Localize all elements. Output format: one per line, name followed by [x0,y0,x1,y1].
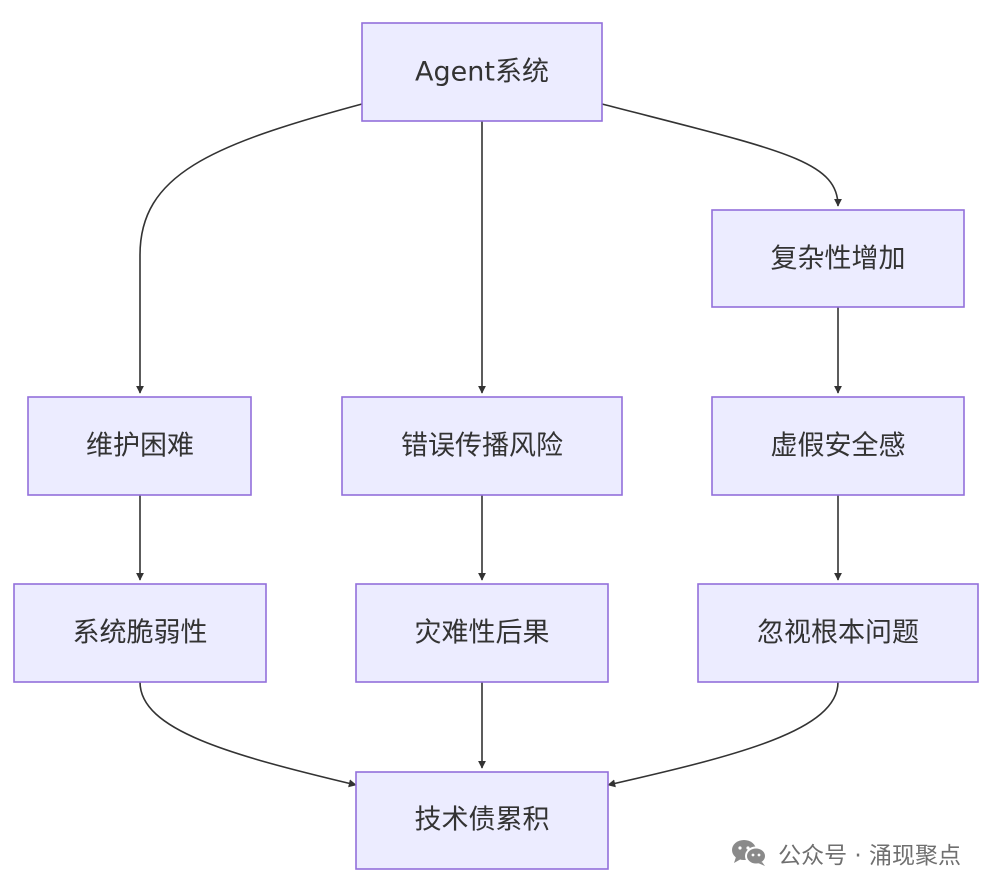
node-label: 复杂性增加 [771,244,906,275]
watermark-text: 公众号 · 涌现聚点 [778,843,961,869]
node-label: 系统脆弱性 [73,618,208,649]
node-label: Agent系统 [415,57,549,88]
edges [136,103,842,788]
edge-agent-complexity [601,103,842,207]
node-system-fragility[interactable]: 系统脆弱性 [13,583,267,683]
watermark: 公众号 · 涌现聚点 [730,836,961,870]
node-tech-debt-accumulation[interactable]: 技术债累积 [355,771,609,870]
wechat-icon [732,840,768,866]
node-error-propagation-risk[interactable]: 错误传播风险 [341,396,623,496]
node-label: 忽视根本问题 [757,618,919,649]
node-false-security[interactable]: 虚假安全感 [711,396,965,496]
node-label: 灾难性后果 [415,618,550,649]
node-agent-system[interactable]: Agent系统 [361,22,603,122]
node-complexity-increase[interactable]: 复杂性增加 [711,209,965,308]
edge-ignore-root-tech-debt [607,681,839,788]
node-catastrophic-consequence[interactable]: 灾难性后果 [355,583,609,683]
node-label: 维护困难 [86,431,194,462]
node-label: 虚假安全感 [771,431,906,462]
node-ignore-root-problem[interactable]: 忽视根本问题 [697,583,979,683]
node-label: 错误传播风险 [401,431,563,462]
edge-agent-maintain [136,103,363,394]
edge-fragility-tech-debt [139,681,357,788]
node-label: 技术债累积 [415,805,550,836]
node-maintenance-difficulty[interactable]: 维护困难 [27,396,252,496]
